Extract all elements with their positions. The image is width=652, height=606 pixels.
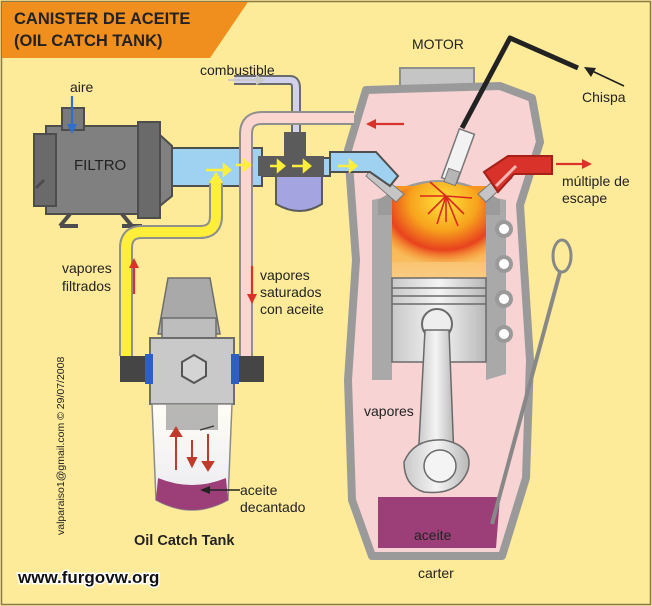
label-vapores-saturados-2: saturados (260, 284, 321, 300)
spark-arrow (584, 67, 625, 87)
air-filter (33, 107, 173, 228)
label-multiple-2: escape (562, 190, 607, 206)
title-line-1: CANISTER DE ACEITE (14, 10, 190, 28)
saturated-vapor-arrow (247, 266, 257, 304)
sump-oil (378, 497, 500, 548)
intake-runner (329, 151, 400, 188)
label-aceite-decantado-2: decantado (240, 499, 306, 515)
exhaust-arrow (556, 159, 592, 169)
label-aceite-motor: aceite (414, 527, 452, 543)
engine (344, 67, 553, 560)
label-vapores-saturados-1: vapores (260, 267, 310, 283)
intake-flow-arrows (206, 157, 358, 190)
label-combustible: combustible (200, 62, 275, 78)
carburetor (258, 132, 324, 212)
credit-vertical: valparaiso1@gmail.com © 29/07/2008 (55, 357, 67, 535)
label-filtro: FILTRO (74, 157, 126, 174)
label-motor: MOTOR (412, 36, 464, 52)
label-vapores-filtrados-2: filtrados (62, 278, 111, 294)
cylinder-wall-left (372, 196, 392, 380)
label-carter: carter (418, 565, 454, 581)
oil-catch-tank (120, 277, 264, 511)
credit-website: www.furgovw.org (17, 568, 159, 587)
label-aceite-decantado-1: aceite (240, 482, 278, 498)
air-arrow (67, 96, 77, 134)
combustion-chamber (392, 182, 486, 262)
label-multiple-1: múltiple de (562, 173, 630, 189)
spark-plug (440, 127, 476, 187)
label-vapores-motor: vapores (364, 403, 414, 419)
title-band: CANISTER DE ACEITE (OIL CATCH TANK) (2, 2, 248, 58)
label-oil-catch-tank: Oil Catch Tank (134, 533, 235, 549)
filtered-vapor-arrow (129, 258, 139, 294)
spark-burst (420, 181, 473, 227)
fuel-arrow (228, 75, 266, 85)
label-vapores-filtrados-1: vapores (62, 260, 112, 276)
label-chispa: Chispa (582, 89, 626, 105)
water-jacket-holes (495, 220, 513, 343)
spark-plug-wire (459, 35, 580, 130)
saturated-vapor-hose (241, 113, 354, 356)
filtered-vapor-hose (121, 182, 221, 356)
fuel-line (234, 77, 299, 132)
label-aire: aire (70, 79, 94, 95)
label-vapores-saturados-3: con aceite (260, 301, 324, 317)
oil-pointer (200, 486, 240, 494)
blowby-arrow (366, 119, 404, 129)
title-line-2: (OIL CATCH TANK) (14, 32, 162, 50)
dipstick (490, 238, 573, 525)
